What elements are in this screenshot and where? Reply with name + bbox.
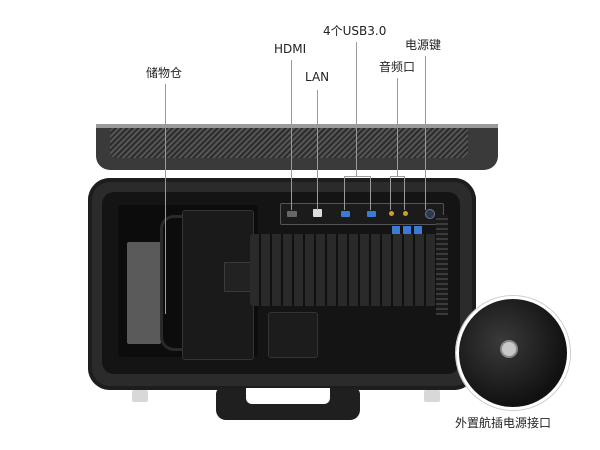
keyboard[interactable] bbox=[250, 234, 440, 306]
aviation-plug-connector bbox=[500, 340, 518, 358]
hdmi-port bbox=[287, 211, 297, 217]
leader-usb-a bbox=[344, 176, 345, 210]
leader-audio-b bbox=[404, 176, 405, 210]
power-adapter bbox=[127, 242, 161, 344]
latch-right bbox=[424, 390, 440, 402]
leader-usb-h bbox=[344, 176, 370, 177]
leader-power-button bbox=[425, 56, 426, 210]
lid-edge bbox=[96, 124, 498, 128]
usb-port-2 bbox=[367, 211, 376, 217]
status-indicators bbox=[392, 226, 422, 234]
leader-storage bbox=[165, 84, 166, 314]
label-lan: LAN bbox=[305, 70, 330, 84]
leader-usb-b bbox=[370, 176, 371, 210]
label-external-power: 外置航插电源接口 bbox=[455, 416, 552, 430]
label-storage: 储物仓 bbox=[146, 66, 183, 80]
external-power-connector-inset bbox=[456, 296, 570, 410]
vent-grille bbox=[436, 215, 448, 315]
label-hdmi: HDMI bbox=[274, 42, 307, 56]
leader-usb bbox=[356, 42, 357, 176]
label-audio: 音频口 bbox=[379, 60, 416, 74]
audio-port-1 bbox=[389, 211, 394, 216]
usb-port-1 bbox=[341, 211, 350, 217]
handle-gap bbox=[246, 388, 330, 404]
power-button[interactable] bbox=[425, 209, 435, 219]
mount-plate bbox=[224, 262, 252, 292]
lid-carbon-panel bbox=[110, 124, 468, 158]
label-power-button: 电源键 bbox=[405, 38, 442, 52]
lan-port bbox=[313, 209, 322, 217]
leader-audio-a bbox=[390, 176, 391, 210]
port-panel bbox=[280, 203, 444, 225]
leader-audio-h bbox=[390, 176, 404, 177]
leader-lan bbox=[317, 90, 318, 210]
touchpad[interactable] bbox=[268, 312, 318, 358]
leader-hdmi bbox=[291, 60, 292, 210]
latch-left bbox=[132, 390, 148, 402]
label-usb: 4个USB3.0 bbox=[323, 24, 387, 38]
audio-port-2 bbox=[403, 211, 408, 216]
leader-audio bbox=[397, 78, 398, 176]
